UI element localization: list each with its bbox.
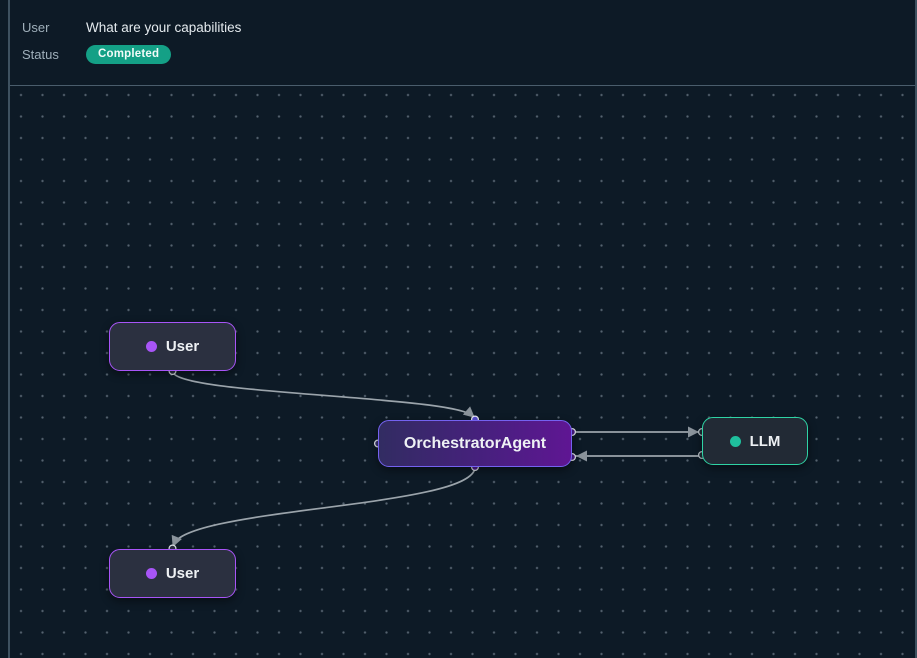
user-message-text: What are your capabilities — [86, 20, 242, 35]
trace-header: User What are your capabilities Status C… — [9, 0, 915, 86]
user-node-color-dot — [145, 341, 157, 352]
panel-right-border — [914, 0, 917, 658]
node-user-top[interactable]: User — [109, 322, 236, 371]
llm-node-color-dot — [729, 435, 741, 447]
edge-user-to-orchestrator[interactable] — [171, 370, 476, 420]
node-label: OrchestratorAgent — [403, 434, 547, 452]
node-label: User — [165, 338, 200, 355]
arrowhead-into-llm — [688, 426, 699, 438]
status-row: Status Completed — [22, 45, 172, 64]
edge-orchestrator-to-user[interactable] — [171, 466, 476, 549]
node-orchestrator-agent[interactable]: OrchestratorAgent — [378, 420, 572, 467]
node-llm[interactable]: LLM — [702, 417, 808, 465]
status-badge: Completed — [86, 45, 172, 64]
arrowhead-into-orchestrator-right — [576, 450, 587, 462]
arrowhead-into-user-bottom — [171, 534, 182, 548]
node-label: User — [165, 565, 200, 582]
node-label: LLM — [749, 432, 781, 450]
panel-left-border — [8, 0, 10, 658]
status-label: Status — [22, 47, 59, 62]
node-user-bottom[interactable]: User — [109, 549, 236, 598]
arrowhead-into-orchestrator-top — [462, 406, 475, 418]
user-node-color-dot — [145, 568, 157, 579]
user-message-row: User What are your capabilities — [22, 19, 241, 36]
user-label: User — [22, 20, 50, 35]
